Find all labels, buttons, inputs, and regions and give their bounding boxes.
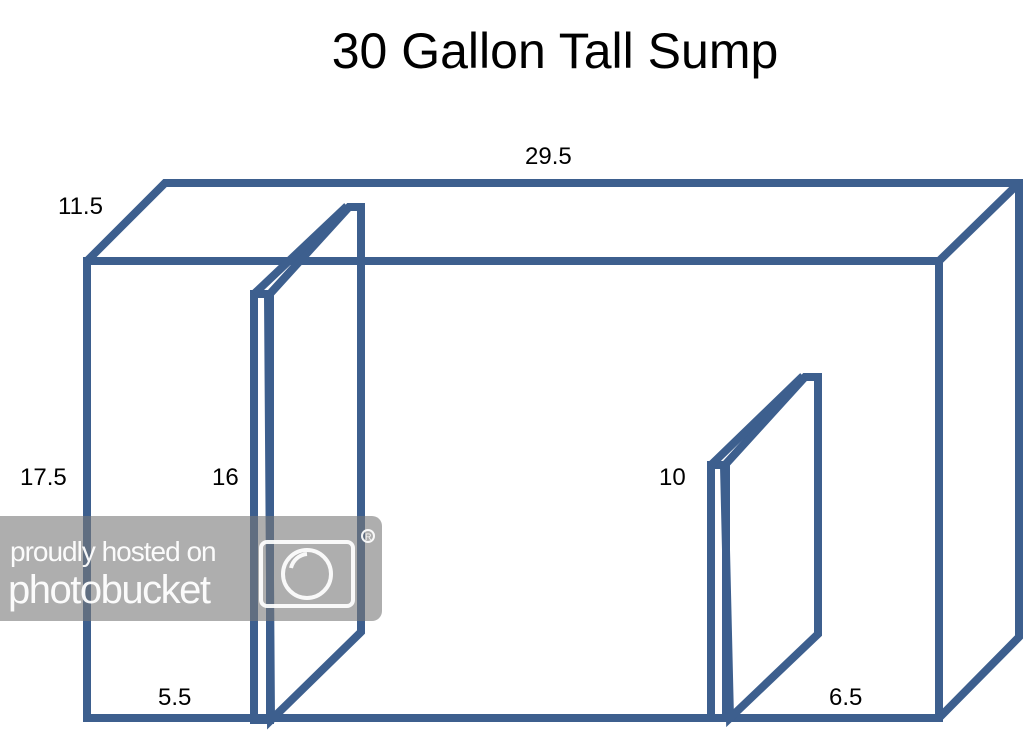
length-label: 29.5 [525,143,572,170]
first-baffle-top-edge [251,203,350,297]
first-baffle [263,203,365,730]
first-baffle-edge [250,290,274,724]
second-baffle-height-label: 10 [659,464,686,491]
photobucket-watermark: proudly hosted on photobucket R [0,516,382,621]
second-baffle-edge [707,461,730,722]
svg-text:R: R [365,532,372,542]
second-baffle [719,373,822,728]
diagram-title: 30 Gallon Tall Sump [331,23,779,79]
height-label: 17.5 [20,464,67,491]
second-baffle-top-edge [708,373,806,468]
first-baffle-height-label: 16 [212,464,239,491]
tank-front-face [83,257,943,722]
watermark-line2: photobucket [8,568,211,612]
left-chamber-width-label: 5.5 [158,684,192,711]
right-chamber-width-label: 6.5 [829,684,863,711]
tank-right-side [936,183,1023,721]
depth-label: 11.5 [58,193,103,220]
tank-top-face [84,179,1023,264]
watermark-line1: proudly hosted on [10,536,217,567]
camera-logo-icon: R [259,529,375,608]
